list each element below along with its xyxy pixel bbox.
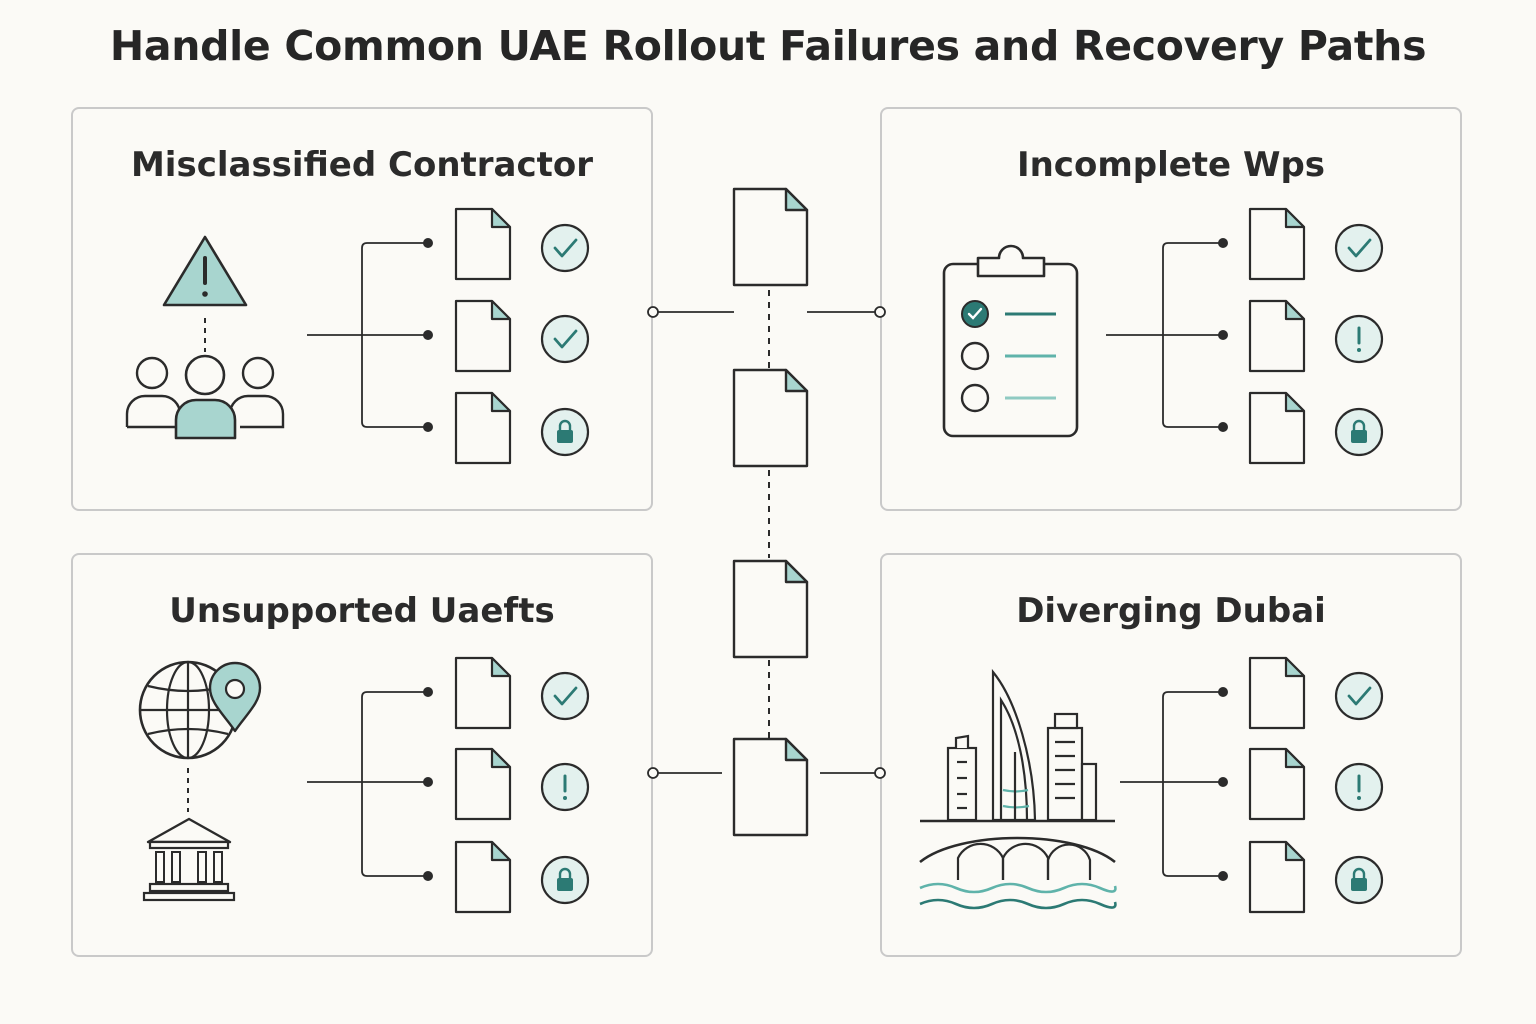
document-icon — [454, 840, 512, 914]
branch-tree — [1106, 242, 1223, 428]
check-icon — [540, 223, 590, 273]
alert-icon — [540, 762, 590, 812]
document-icon — [1248, 656, 1306, 730]
document-icon — [732, 368, 809, 468]
document-icon — [454, 391, 512, 465]
check-icon — [1334, 671, 1384, 721]
branch-tree — [1120, 691, 1223, 877]
document-icon — [1248, 207, 1306, 281]
document-icon — [454, 656, 512, 730]
lock-icon — [540, 855, 590, 905]
warning-and-people-icon — [125, 235, 285, 440]
document-icon — [1248, 391, 1306, 465]
document-icon — [1248, 840, 1306, 914]
check-icon — [1334, 223, 1384, 273]
clipboard-checklist-icon — [942, 244, 1079, 438]
lock-icon — [540, 407, 590, 457]
document-icon — [1248, 299, 1306, 373]
document-icon — [732, 187, 809, 287]
panel-title: Unsupported Uaefts — [169, 591, 555, 631]
document-icon — [732, 559, 809, 659]
document-icon — [454, 299, 512, 373]
branch-tree — [307, 691, 428, 877]
lock-icon — [1334, 407, 1384, 457]
check-icon — [540, 671, 590, 721]
document-icon — [454, 747, 512, 821]
page-title: Handle Common UAE Rollout Failures and R… — [109, 22, 1427, 70]
lock-icon — [1334, 855, 1384, 905]
alert-icon — [1334, 314, 1384, 364]
alert-icon — [1334, 762, 1384, 812]
document-icon — [732, 737, 809, 837]
branch-tree — [307, 242, 428, 428]
panel-title: Incomplete Wps — [1016, 145, 1326, 185]
document-icon — [1248, 747, 1306, 821]
globe-bank-icon — [138, 660, 262, 902]
dubai-skyline-icon — [919, 668, 1117, 910]
check-icon — [540, 314, 590, 364]
panel-title: Diverging Dubai — [1016, 591, 1326, 631]
document-icon — [454, 207, 512, 281]
panel-connectors — [647, 306, 886, 779]
center-documents — [732, 187, 809, 837]
panel-title: Misclassified Contractor — [130, 145, 594, 185]
